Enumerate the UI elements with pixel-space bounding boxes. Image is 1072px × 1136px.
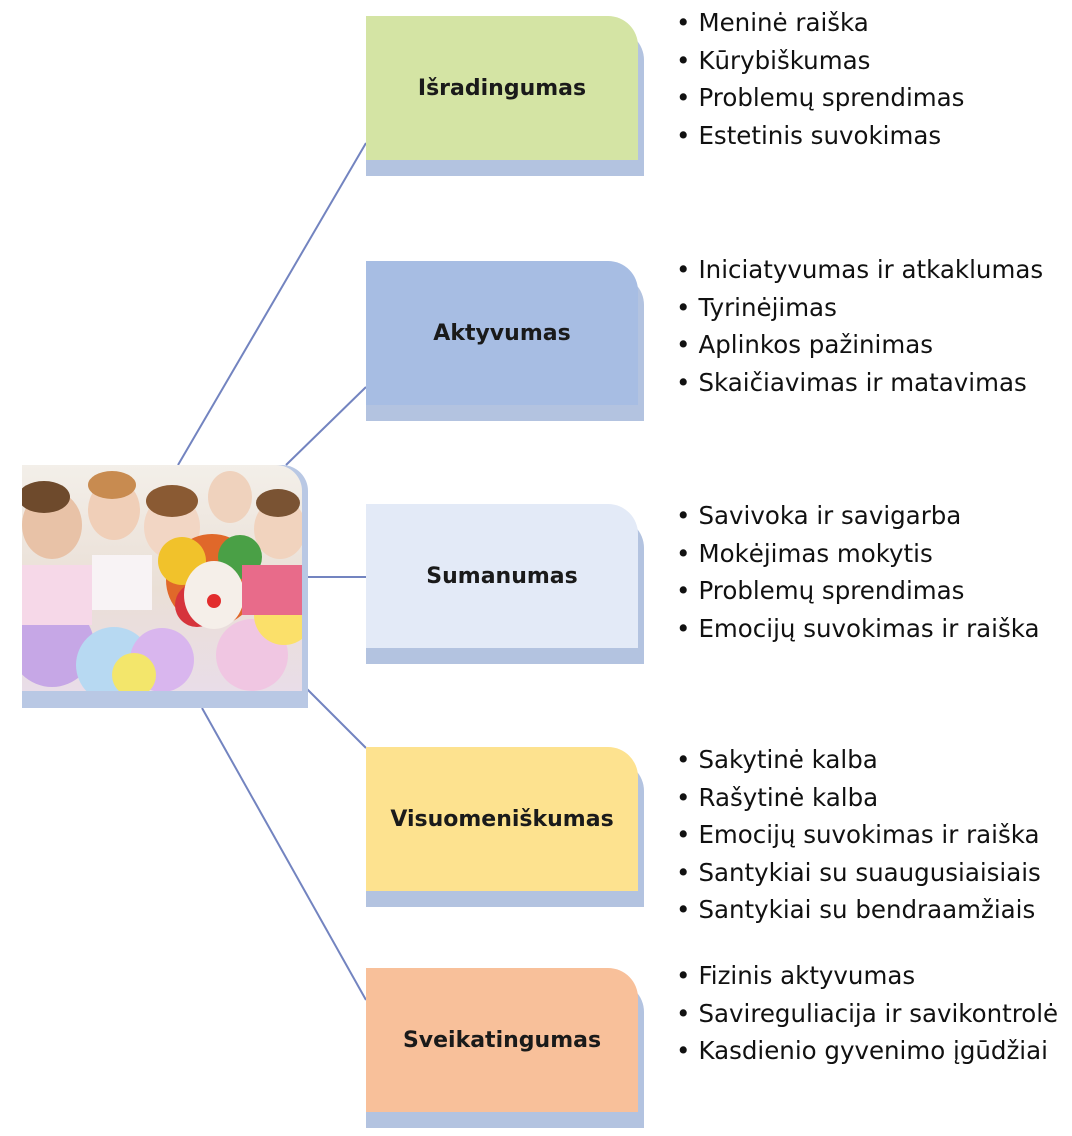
category-box-aktyvumas: Aktyvumas — [366, 261, 646, 421]
category-box-sveikatingumas: Sveikatingumas — [366, 968, 646, 1128]
list-item: Sakytinė kalba — [676, 741, 1041, 779]
list-item: Problemų sprendimas — [676, 79, 964, 117]
category-label: Visuomeniškumas — [366, 747, 638, 891]
list-item: Iniciatyvumas ir atkaklumas — [676, 251, 1043, 289]
category-label: Sveikatingumas — [366, 968, 638, 1112]
list-item: Emocijų suvokimas ir raiška — [676, 610, 1039, 648]
list-item: Tyrinėjimas — [676, 289, 1043, 327]
list-item: Skaičiavimas ir matavimas — [676, 364, 1043, 402]
list-item: Emocijų suvokimas ir raiška — [676, 816, 1041, 854]
list-item: Santykiai su bendraamžiais — [676, 891, 1041, 929]
category-box-visuomeniskumas: Visuomeniškumas — [366, 747, 646, 907]
list-item: Estetinis suvokimas — [676, 117, 964, 155]
connector-isradingumas — [177, 142, 367, 466]
list-isradingumas: Meninė raiška Kūrybiškumas Problemų spre… — [676, 4, 964, 154]
list-item: Santykiai su suaugusiaisiais — [676, 854, 1040, 892]
category-label: Aktyvumas — [366, 261, 638, 405]
list-item: Savivoka ir savigarba — [676, 497, 1040, 535]
connector-aktyvumas — [285, 386, 367, 466]
list-item: Savireguliacija ir savikontrolė — [676, 995, 1058, 1033]
list-aktyvumas: Iniciatyvumas ir atkaklumas Tyrinėjimas … — [676, 251, 1043, 401]
list-item: Kūrybiškumas — [676, 42, 964, 80]
category-box-sumanumas: Sumanumas — [366, 504, 646, 664]
category-label: Išradingumas — [366, 16, 638, 160]
list-sumanumas: Savivoka ir savigarba Mokėjimas mokytis … — [676, 497, 1040, 648]
category-box-isradingumas: Išradingumas — [366, 16, 646, 176]
list-sveikatingumas: Fizinis aktyvumas Savireguliacija ir sav… — [676, 957, 1058, 1070]
children-party-photo — [22, 465, 302, 691]
list-item: Fizinis aktyvumas — [676, 957, 1058, 995]
category-label: Sumanumas — [366, 504, 638, 648]
list-item: Meninė raiška — [676, 4, 964, 42]
list-item: Kasdienio gyvenimo įgūdžiai — [676, 1032, 1058, 1070]
connector-sveikatingumas — [201, 707, 367, 1001]
list-item: Aplinkos pažinimas — [676, 326, 1043, 364]
list-item: Problemų sprendimas — [676, 572, 1040, 610]
list-item: Mokėjimas mokytis — [676, 535, 1040, 573]
connector-visuomeniskumas — [303, 685, 367, 749]
list-visuomeniskumas: Sakytinė kalba Rašytinė kalba Emocijų su… — [676, 741, 1041, 929]
list-item: Rašytinė kalba — [676, 779, 1041, 817]
